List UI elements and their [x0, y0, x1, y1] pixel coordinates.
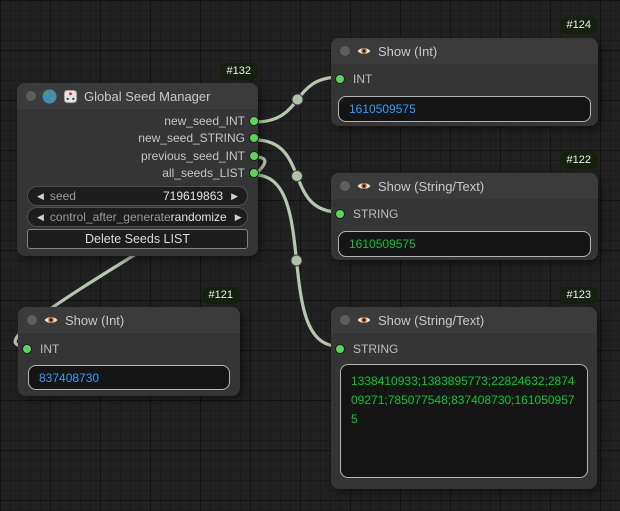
node-title: Show (Int): [378, 43, 438, 59]
output-slots: new_seed_INT new_seed_STRING previous_se…: [17, 112, 259, 183]
input-slot-dot[interactable]: [335, 344, 345, 354]
widget-label: seed: [49, 189, 76, 203]
node-title: Show (Int): [65, 312, 125, 328]
node-title: Global Seed Manager: [84, 88, 211, 104]
node-title: Show (String/Text): [378, 312, 485, 328]
input-slot-string[interactable]: STRING: [335, 342, 398, 356]
widget-label: control_after_generate: [49, 210, 171, 224]
node-title-bar[interactable]: Global Seed Manager: [17, 83, 258, 109]
link-midpoint-dot[interactable]: [290, 254, 303, 267]
input-slot-int[interactable]: INT: [22, 342, 59, 356]
delete-seeds-list-button[interactable]: Delete Seeds LIST: [27, 229, 248, 249]
output-row: all_seeds_LIST: [17, 165, 259, 183]
input-label: INT: [353, 72, 373, 86]
output-slot-new_seed_INT[interactable]: [249, 115, 259, 126]
decrement-arrow-icon[interactable]: ◀: [37, 211, 44, 222]
widget-value: 719619863: [163, 189, 224, 203]
collapse-dot[interactable]: [340, 181, 350, 191]
int-value-display[interactable]: 1610509575: [338, 96, 591, 122]
output-label: all_seeds_LIST: [162, 166, 245, 181]
widget-value: randomize: [170, 210, 227, 224]
input-slot-dot[interactable]: [335, 209, 345, 219]
output-row: new_seed_STRING: [17, 130, 259, 148]
node-show-int-124[interactable]: Show (Int) INT 1610509575: [331, 38, 598, 126]
control-after-generate-widget[interactable]: ◀ control_after_generate randomize ▶: [27, 207, 248, 227]
link-midpoint-dot[interactable]: [291, 170, 303, 182]
input-slot-dot[interactable]: [22, 344, 32, 354]
collapse-dot[interactable]: [340, 46, 350, 56]
collapse-dot[interactable]: [26, 91, 36, 101]
node-title-bar[interactable]: Show (Int): [331, 38, 598, 64]
collapse-dot[interactable]: [27, 315, 37, 325]
node-show-string-123[interactable]: Show (String/Text) STRING 1338410933;138…: [331, 307, 597, 489]
int-value-display[interactable]: 837408730: [28, 365, 230, 390]
node-id-badge: #122: [559, 152, 598, 169]
input-label: INT: [40, 342, 60, 356]
eye-icon: [43, 314, 59, 326]
node-show-string-122[interactable]: Show (String/Text) STRING 1610509575: [331, 173, 598, 260]
output-row: new_seed_INT: [17, 112, 259, 130]
node-title-bar[interactable]: Show (String/Text): [331, 307, 597, 333]
node-global-seed-manager[interactable]: Global Seed Manager new_seed_INT new_see…: [17, 83, 259, 256]
node-id-badge: #124: [559, 17, 598, 34]
collapse-dot[interactable]: [340, 315, 350, 325]
output-label: new_seed_INT: [164, 113, 245, 128]
string-value-display[interactable]: 1610509575: [338, 231, 591, 257]
seed-number-widget[interactable]: ◀ seed 719619863 ▶: [27, 186, 248, 206]
input-slot-dot[interactable]: [335, 74, 345, 84]
input-slot-string[interactable]: STRING: [335, 207, 398, 221]
link-midpoint-dot[interactable]: [291, 93, 304, 106]
output-slot-previous_seed_INT[interactable]: [249, 150, 259, 161]
output-label: previous_seed_INT: [140, 148, 245, 163]
eye-icon: [356, 314, 372, 326]
output-slot-new_seed_STRING[interactable]: [249, 133, 259, 144]
input-label: STRING: [353, 207, 399, 221]
decrement-arrow-icon[interactable]: ◀: [37, 190, 44, 201]
node-id-badge: #132: [219, 63, 258, 80]
string-list-display[interactable]: 1338410933;1383895773;22824632;287409271…: [340, 364, 588, 478]
node-id-badge: #123: [559, 287, 598, 304]
increment-arrow-icon[interactable]: ▶: [234, 211, 242, 222]
output-slot-all_seeds_LIST[interactable]: [249, 168, 259, 179]
output-row: previous_seed_INT: [17, 147, 259, 165]
output-label: new_seed_STRING: [138, 131, 245, 146]
dice-icon: [63, 89, 78, 104]
node-title-bar[interactable]: Show (Int): [18, 307, 240, 333]
eye-icon: [356, 180, 372, 192]
increment-arrow-icon[interactable]: ▶: [231, 190, 238, 201]
input-slot-int[interactable]: INT: [335, 72, 372, 86]
eye-icon: [356, 45, 372, 57]
node-show-int-121[interactable]: Show (Int) INT 837408730: [18, 307, 240, 396]
input-label: STRING: [353, 342, 399, 356]
node-title-bar[interactable]: Show (String/Text): [331, 173, 598, 199]
node-id-badge: #121: [201, 287, 240, 304]
node-title: Show (String/Text): [378, 178, 485, 194]
globe-icon: [42, 88, 57, 104]
